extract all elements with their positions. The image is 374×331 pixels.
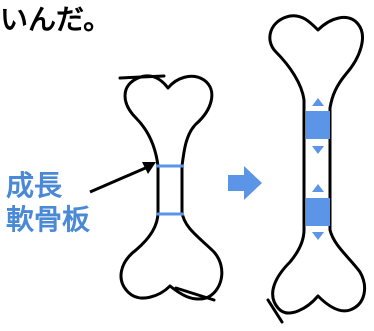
large-bone	[266, 14, 367, 324]
growth-plate-block-bottom	[306, 198, 330, 226]
small-bone-sketch-stroke-bottom	[174, 286, 216, 302]
large-bone-outline	[268, 14, 367, 315]
large-bone-sketch-stroke	[266, 298, 284, 324]
double-arrow-icon	[312, 98, 324, 240]
growth-plate-label-line1: 成長	[6, 169, 63, 202]
growth-plate-block-top	[306, 111, 330, 139]
pointer-arrow	[89, 162, 156, 194]
small-bone	[118, 74, 224, 302]
small-bone-outline	[119, 74, 224, 301]
right-arrow-icon	[228, 166, 262, 200]
small-bone-sketch-stroke	[118, 74, 166, 80]
growth-plate-label-line2: 軟骨板	[6, 203, 91, 236]
headline-text: いんだ。	[0, 3, 112, 36]
